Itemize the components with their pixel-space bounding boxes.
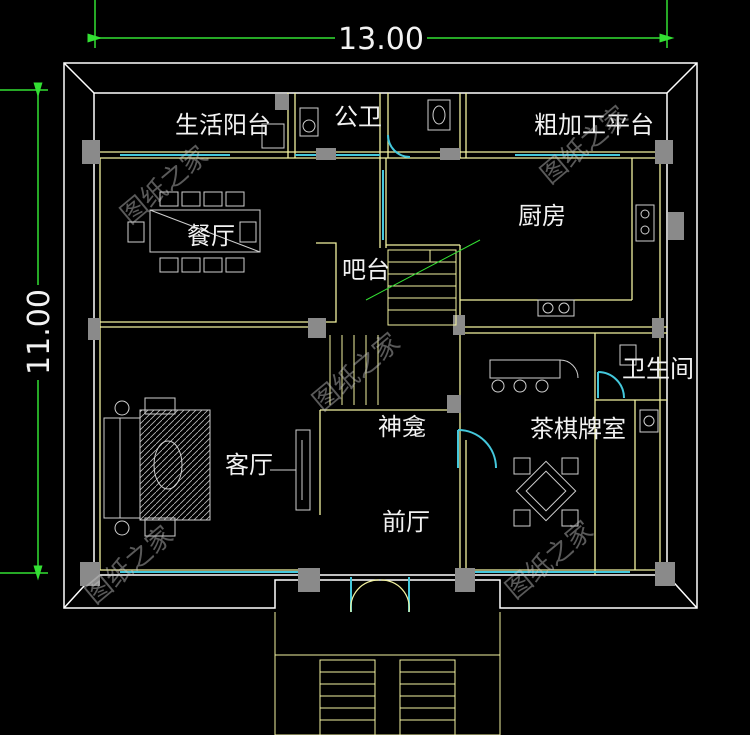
depth-label-bg bbox=[22, 285, 54, 380]
room-label-public-toilet: 公卫 bbox=[334, 103, 382, 131]
depth-dimension: 11.00 bbox=[22, 289, 57, 375]
dining-table bbox=[127, 191, 261, 273]
front-steps bbox=[274, 612, 501, 735]
room-label-foyer: 前厅 bbox=[382, 508, 430, 536]
room-label-rough-platform: 粗加工平台 bbox=[534, 111, 654, 139]
room-label-shrine: 神龛 bbox=[378, 413, 426, 441]
room-label-dining: 餐厅 bbox=[187, 222, 235, 250]
entrance-door bbox=[350, 579, 410, 613]
kitchen-fixtures bbox=[537, 204, 655, 317]
watermark-3: 图纸之家 bbox=[307, 328, 406, 418]
width-label-bg bbox=[335, 22, 427, 54]
tea-table bbox=[489, 359, 579, 393]
room-label-bathroom: 卫生间 bbox=[622, 355, 694, 383]
width-dimension: 13.00 bbox=[338, 22, 424, 57]
bathroom-fixtures bbox=[261, 99, 659, 433]
room-label-tea-room: 茶棋牌室 bbox=[530, 415, 626, 443]
watermark-5: 图纸之家 bbox=[500, 516, 599, 606]
staircase bbox=[329, 239, 481, 405]
sofa-set bbox=[103, 397, 211, 537]
room-label-bar: 吧台 bbox=[342, 256, 390, 284]
watermark-1: 图纸之家 bbox=[115, 141, 214, 231]
tv-cabinet bbox=[270, 429, 311, 511]
interior-walls bbox=[94, 93, 667, 575]
windows bbox=[120, 134, 630, 612]
structural-columns bbox=[80, 94, 684, 592]
room-label-life-balcony: 生活阳台 bbox=[175, 111, 271, 139]
room-label-kitchen: 厨房 bbox=[518, 202, 566, 230]
room-label-living: 客厅 bbox=[225, 451, 273, 479]
mahjong-table bbox=[513, 457, 579, 527]
